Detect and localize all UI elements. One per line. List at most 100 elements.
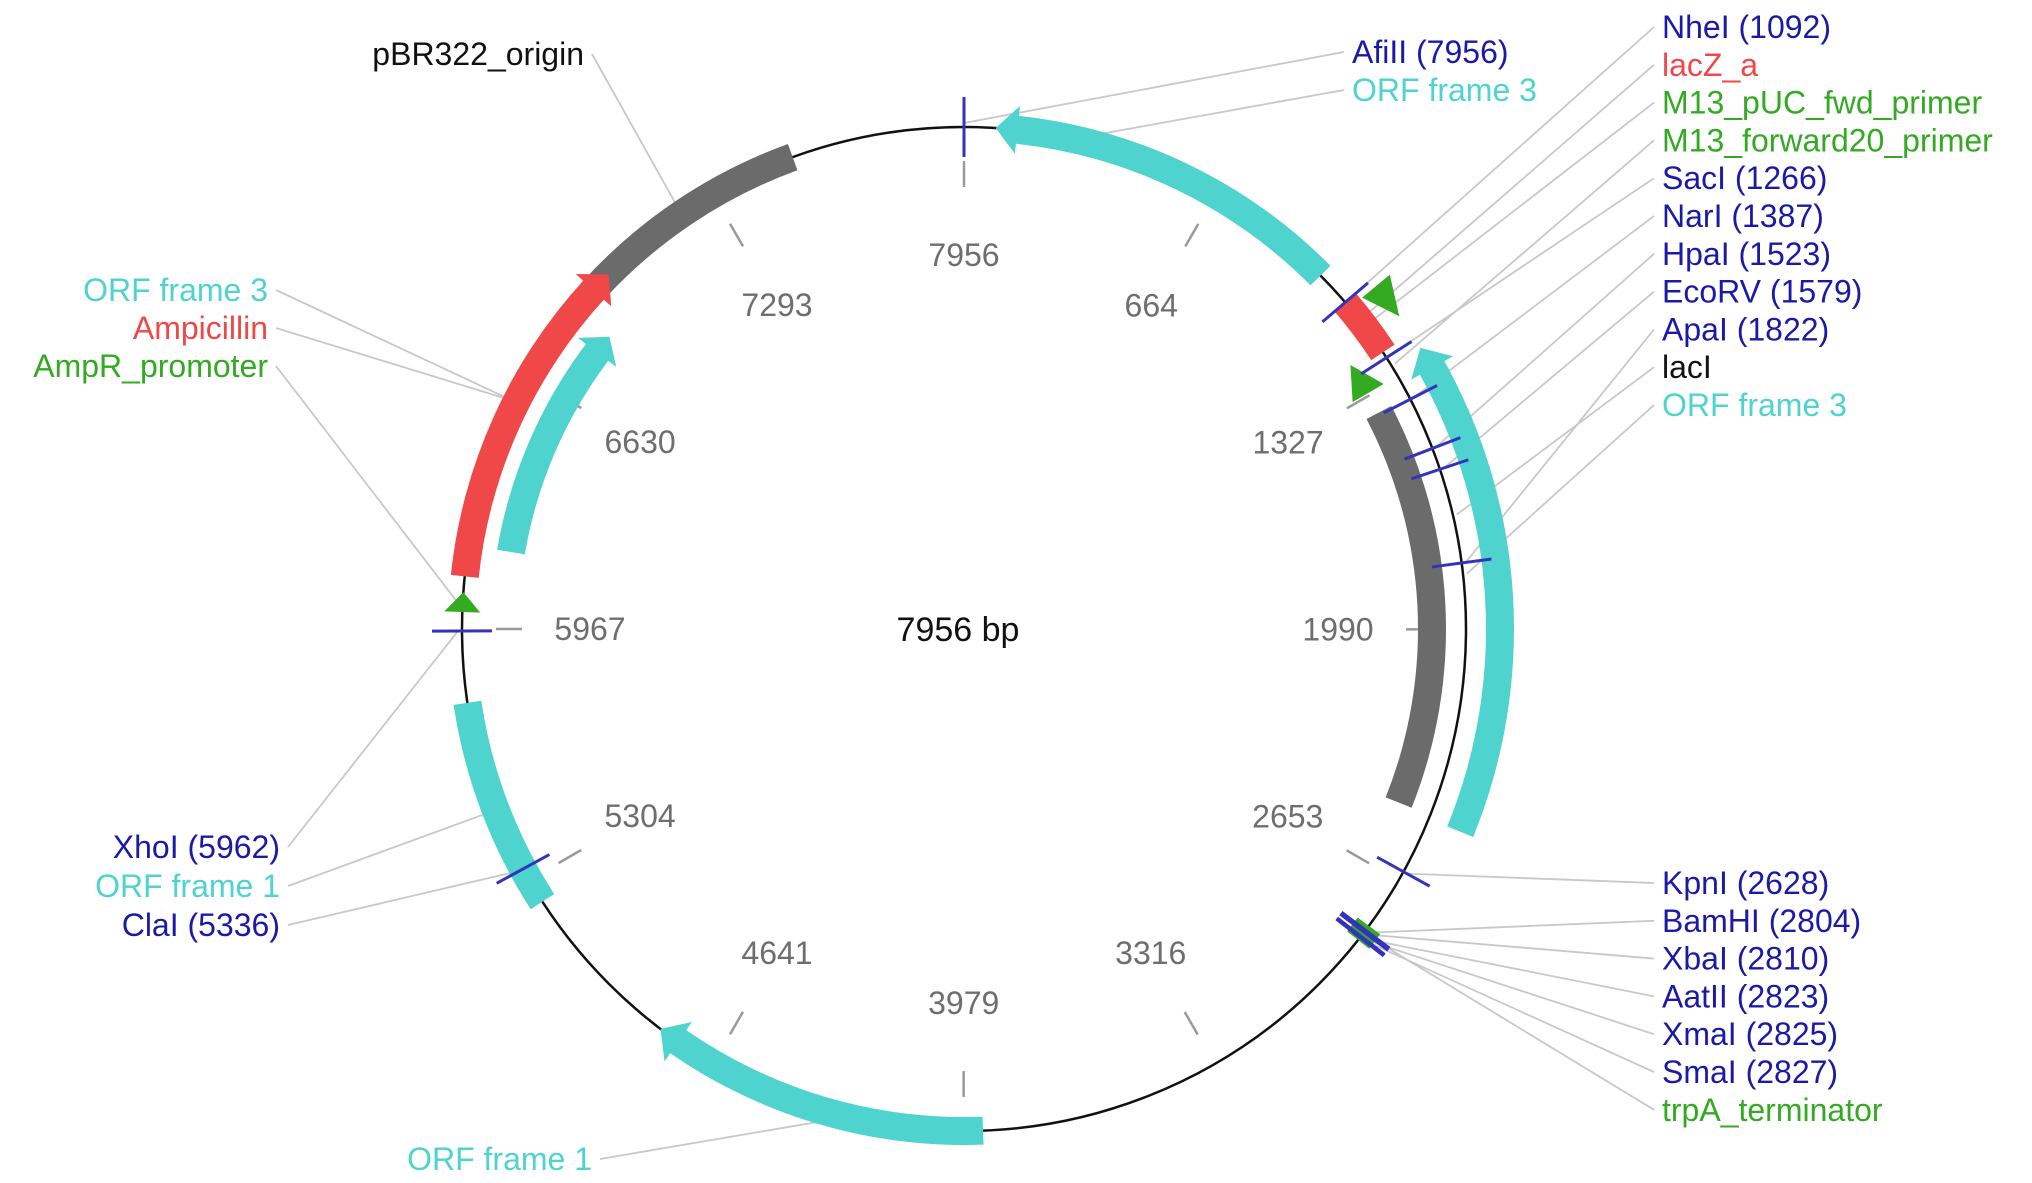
- smai-2827-site-mark: [1335, 917, 1385, 958]
- leader-line: [1363, 938, 1655, 1036]
- label-m13-puc-fwd-primer: M13_pUC_fwd_primer: [1662, 85, 1982, 121]
- label-kpni-2628: KpnI (2628): [1662, 865, 1829, 901]
- label-bamhi-2804: BamHI (2804): [1662, 903, 1861, 939]
- leader-line: [287, 810, 493, 887]
- tick-label: 4641: [741, 935, 812, 971]
- tick-mark: [728, 223, 745, 247]
- label-orf-frame-1: ORF frame 1: [407, 1141, 592, 1177]
- label-aatii-2823: AatII (2823): [1662, 978, 1829, 1014]
- apai-1822-site-mark: [1431, 557, 1492, 569]
- orf-frame-1-bottom-feature: [660, 1021, 984, 1145]
- leader-line: [963, 51, 1345, 124]
- leader-line: [287, 869, 520, 926]
- restriction-sites: [431, 97, 1492, 958]
- clai-5336-site-mark: [495, 853, 551, 885]
- kpni-2628-site-mark: [1376, 855, 1431, 888]
- ecorv-1579-site-mark: [1410, 458, 1469, 481]
- label-apai-1822: ApaI (1822): [1662, 311, 1829, 347]
- label-xmai-2825: XmaI (2825): [1662, 1016, 1838, 1052]
- label-ampr-promoter: AmpR_promoter: [33, 348, 268, 384]
- ampicillin-feature: [450, 274, 612, 578]
- label-clai-5336: ClaI (5336): [122, 907, 280, 943]
- leader-line: [1435, 253, 1655, 448]
- leader-line: [1406, 872, 1655, 884]
- leader-line: [1347, 26, 1655, 301]
- leader-line: [591, 53, 681, 211]
- leader-line: [1368, 919, 1655, 934]
- hpai-1523-site-mark: [1403, 436, 1461, 461]
- leader-line: [1367, 101, 1655, 325]
- tick-label: 5967: [554, 611, 625, 647]
- pbr322-origin-feature: [580, 143, 798, 303]
- tick-label: 7956: [928, 237, 999, 273]
- tick-label: 1327: [1252, 424, 1323, 460]
- tick-mark: [1345, 849, 1370, 865]
- laci-feature: [1366, 406, 1446, 808]
- feature-arcs: [444, 105, 1514, 1145]
- leader-line: [275, 365, 460, 605]
- leader-line: [275, 289, 513, 402]
- label-laci: lacI: [1662, 349, 1712, 385]
- tick-mark: [728, 1011, 745, 1035]
- label-nhei-1092: NheI (1092): [1662, 9, 1831, 45]
- tick-label: 3316: [1115, 935, 1186, 971]
- label-orf-frame-1: ORF frame 1: [95, 868, 280, 904]
- bamhi-2804-site-mark: [1340, 911, 1391, 950]
- tick-label: 2653: [1252, 798, 1323, 834]
- leader-line: [1394, 139, 1655, 365]
- plasmid-size-label: 7956 bp: [897, 611, 1020, 649]
- leader-line: [1413, 215, 1655, 399]
- orf-frame-3-right-feature: [1411, 347, 1514, 837]
- tick-mark: [558, 848, 582, 865]
- label-xbai-2810: XbaI (2810): [1662, 941, 1829, 977]
- ampr-promoter-feature: [444, 592, 481, 613]
- leader-line: [599, 1117, 837, 1160]
- tick-label: 5304: [605, 798, 676, 834]
- label-orf-frame-3: ORF frame 3: [1662, 387, 1847, 423]
- tick-mark: [1184, 223, 1200, 248]
- tick-mark: [1346, 394, 1371, 410]
- orf-frame-3-left-feature: [497, 336, 617, 555]
- label-afiii-7956: AfiII (7956): [1352, 34, 1509, 70]
- label-nari-1387: NarI (1387): [1662, 198, 1824, 234]
- xbai-2810-site-mark: [1339, 912, 1389, 952]
- leader-line: [1389, 177, 1655, 357]
- label-orf-frame-3: ORF frame 3: [83, 272, 268, 308]
- tick-label: 1990: [1302, 611, 1373, 647]
- m13-forward20-primer-feature: [1350, 364, 1384, 403]
- leader-line: [1367, 933, 1655, 960]
- tick-label: 664: [1125, 287, 1178, 323]
- tick-label: 7293: [741, 287, 812, 323]
- tick-label: 3979: [928, 985, 999, 1021]
- orf-frame-3-top-feature: [995, 105, 1331, 286]
- label-ecorv-1579: EcoRV (1579): [1662, 274, 1862, 310]
- label-smai-2827: SmaI (2827): [1662, 1054, 1838, 1090]
- label-lacz-a: lacZ_a: [1662, 47, 1758, 83]
- label-ampicillin: Ampicillin: [133, 310, 268, 346]
- label-trpa-terminator: trpA_terminator: [1662, 1092, 1883, 1128]
- nari-1387-site-mark: [1382, 384, 1438, 415]
- leader-line: [287, 630, 459, 848]
- leader-line: [1362, 64, 1655, 319]
- leader-line: [1366, 934, 1655, 1111]
- nhei-1092-site-mark: [1321, 281, 1369, 324]
- label-saci-1266: SacI (1266): [1662, 160, 1827, 196]
- leader-line: [1082, 89, 1345, 139]
- tick-label: 6630: [605, 424, 676, 460]
- label-xhoi-5962: XhoI (5962): [113, 829, 280, 865]
- saci-1266-site-mark: [1360, 340, 1413, 376]
- label-leader-lines: [275, 26, 1655, 1160]
- tick-mark: [1183, 1011, 1199, 1036]
- leader-line: [1363, 937, 1655, 998]
- label-hpai-1523: HpaI (1523): [1662, 236, 1831, 272]
- position-ticks: 7956 664 1327 1990 2653 3316 3979 4641 5304 5967 6…: [496, 161, 1433, 1098]
- orf-frame-1-left-feature: [453, 700, 555, 910]
- lacz-a-feature: [1334, 292, 1395, 361]
- label-orf-frame-3: ORF frame 3: [1352, 72, 1537, 108]
- label-pbr322-origin: pBR322_origin: [372, 36, 584, 72]
- leader-line: [275, 327, 513, 402]
- m13-puc-fwd-primer-feature: [1362, 274, 1400, 317]
- label-m13-forward20-primer: M13_forward20_primer: [1662, 122, 1993, 158]
